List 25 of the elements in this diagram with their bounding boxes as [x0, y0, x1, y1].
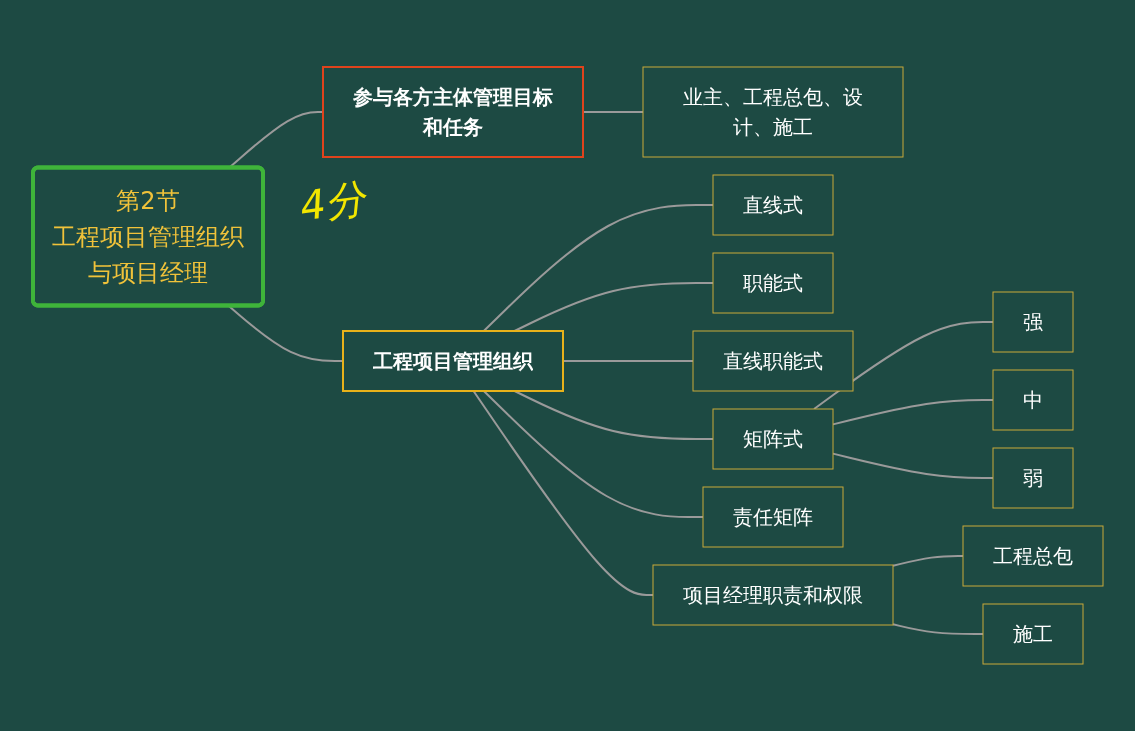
node-box: 中	[992, 369, 1073, 431]
node-box: 参与各方主体管理目标和任务	[321, 66, 584, 158]
connector	[891, 555, 964, 567]
node-box: 弱	[992, 447, 1073, 509]
node-box: 项目经理职责和权限	[652, 564, 893, 626]
node-box: 工程项目管理组织	[341, 330, 564, 392]
connector	[812, 321, 994, 410]
connector	[482, 204, 714, 332]
node-box: 业主、工程总包、设计、施工	[642, 66, 903, 158]
connector	[482, 390, 704, 518]
node-box: 施工	[982, 603, 1083, 665]
connector	[831, 399, 994, 426]
node-box: 职能式	[712, 252, 833, 314]
connector	[513, 390, 714, 440]
node-box: 矩阵式	[712, 408, 833, 470]
connector	[513, 282, 714, 332]
connector	[472, 390, 654, 596]
node-box: 直线职能式	[692, 330, 853, 392]
connector	[831, 452, 994, 479]
node-box: 责任矩阵	[702, 486, 843, 548]
connector	[891, 623, 984, 635]
handwritten-note: 4分	[296, 173, 369, 232]
node-box: 直线式	[712, 174, 833, 236]
node-box: 强	[992, 291, 1073, 353]
node-box: 工程总包	[962, 525, 1103, 587]
